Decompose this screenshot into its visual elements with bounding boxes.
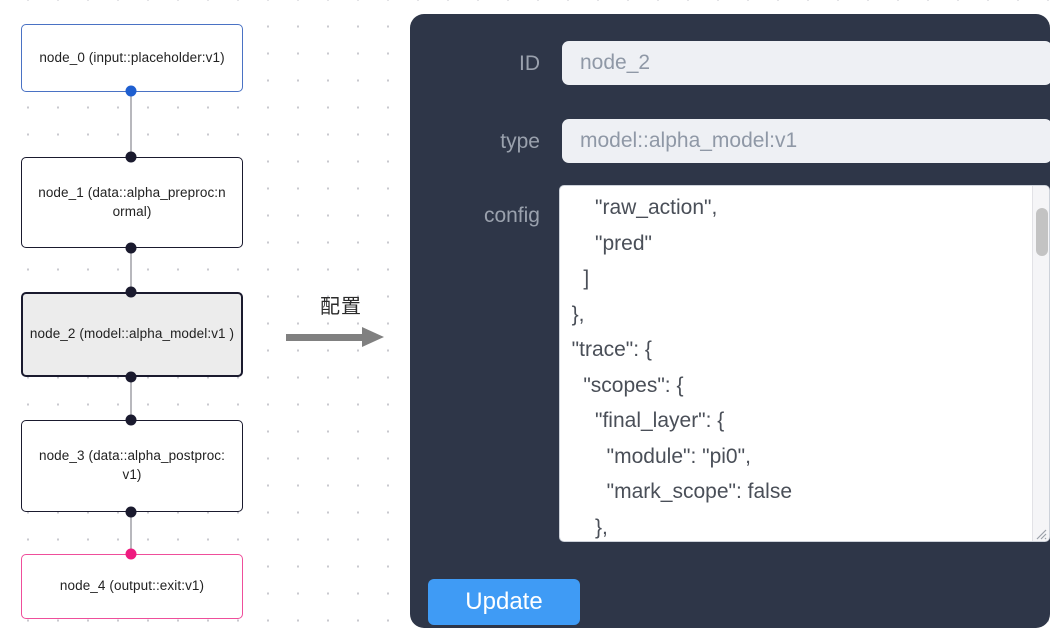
scrollbar-thumb[interactable] (1036, 208, 1048, 256)
node_2-target-handle[interactable] (125, 286, 137, 298)
right-arrow-icon (286, 327, 396, 347)
id-field-label: ID (519, 52, 540, 75)
edge-node3-node4 (130, 512, 132, 554)
config-field-label: config (483, 204, 540, 227)
field-row-id: ID (470, 41, 1050, 85)
graph-node-label: node_3 (data::alpha_postproc: v1) (38, 448, 226, 482)
edge-node0-node1 (130, 90, 132, 156)
config-textarea[interactable]: "raw_action", "pred" ] }, "trace": { "sc… (571, 196, 792, 539)
graph-node-label: node_0 (input::placeholder:v1) (39, 49, 225, 65)
canvas-bottom-strip (0, 628, 1062, 643)
graph-node-node_4[interactable]: node_4 (output::exit:v1) (21, 554, 243, 619)
edge-node1-node2 (130, 248, 132, 292)
field-row-type: type (450, 119, 1050, 163)
field-row-config: config "raw_action", "pred" ] }, "trace"… (427, 185, 1050, 542)
node_4-target-handle[interactable] (125, 548, 137, 560)
node_1-source-handle[interactable] (125, 242, 137, 254)
id-input[interactable] (562, 41, 1050, 85)
graph-node-node_2[interactable]: node_2 (model::alpha_model:v1 ) (21, 292, 243, 377)
node_2-source-handle[interactable] (125, 371, 137, 383)
node_3-source-handle[interactable] (125, 506, 137, 518)
node_1-target-handle[interactable] (125, 151, 137, 163)
graph-node-node_0[interactable]: node_0 (input::placeholder:v1) (21, 24, 243, 92)
graph-node-node_3[interactable]: node_3 (data::alpha_postproc: v1) (21, 420, 243, 512)
node-inspector-panel: ID type config "raw_action", "pred" ] },… (410, 14, 1050, 628)
node_3-target-handle[interactable] (125, 414, 137, 426)
annotation-label: 配置 (320, 294, 362, 318)
graph-node-node_1[interactable]: node_1 (data::alpha_preproc:n ormal) (21, 157, 243, 248)
update-button[interactable]: Update (428, 579, 580, 625)
node_0-source-handle[interactable] (125, 85, 137, 97)
resize-grip-icon[interactable] (1033, 526, 1047, 540)
config-textarea-wrapper[interactable]: "raw_action", "pred" ] }, "trace": { "sc… (559, 185, 1050, 542)
edge-node2-node3 (130, 377, 132, 420)
config-vertical-scrollbar[interactable] (1032, 186, 1049, 541)
graph-node-label: node_4 (output::exit:v1) (59, 578, 205, 594)
graph-node-label: node_2 (model::alpha_model:v1 ) (29, 326, 235, 342)
graph-canvas[interactable]: node_0 (input::placeholder:v1) node_1 (d… (0, 0, 1062, 628)
annotation-config-arrow: 配置 (286, 294, 396, 347)
graph-node-label: node_1 (data::alpha_preproc:n ormal) (38, 184, 226, 219)
type-field-label: type (500, 130, 540, 153)
type-input[interactable] (562, 119, 1050, 163)
